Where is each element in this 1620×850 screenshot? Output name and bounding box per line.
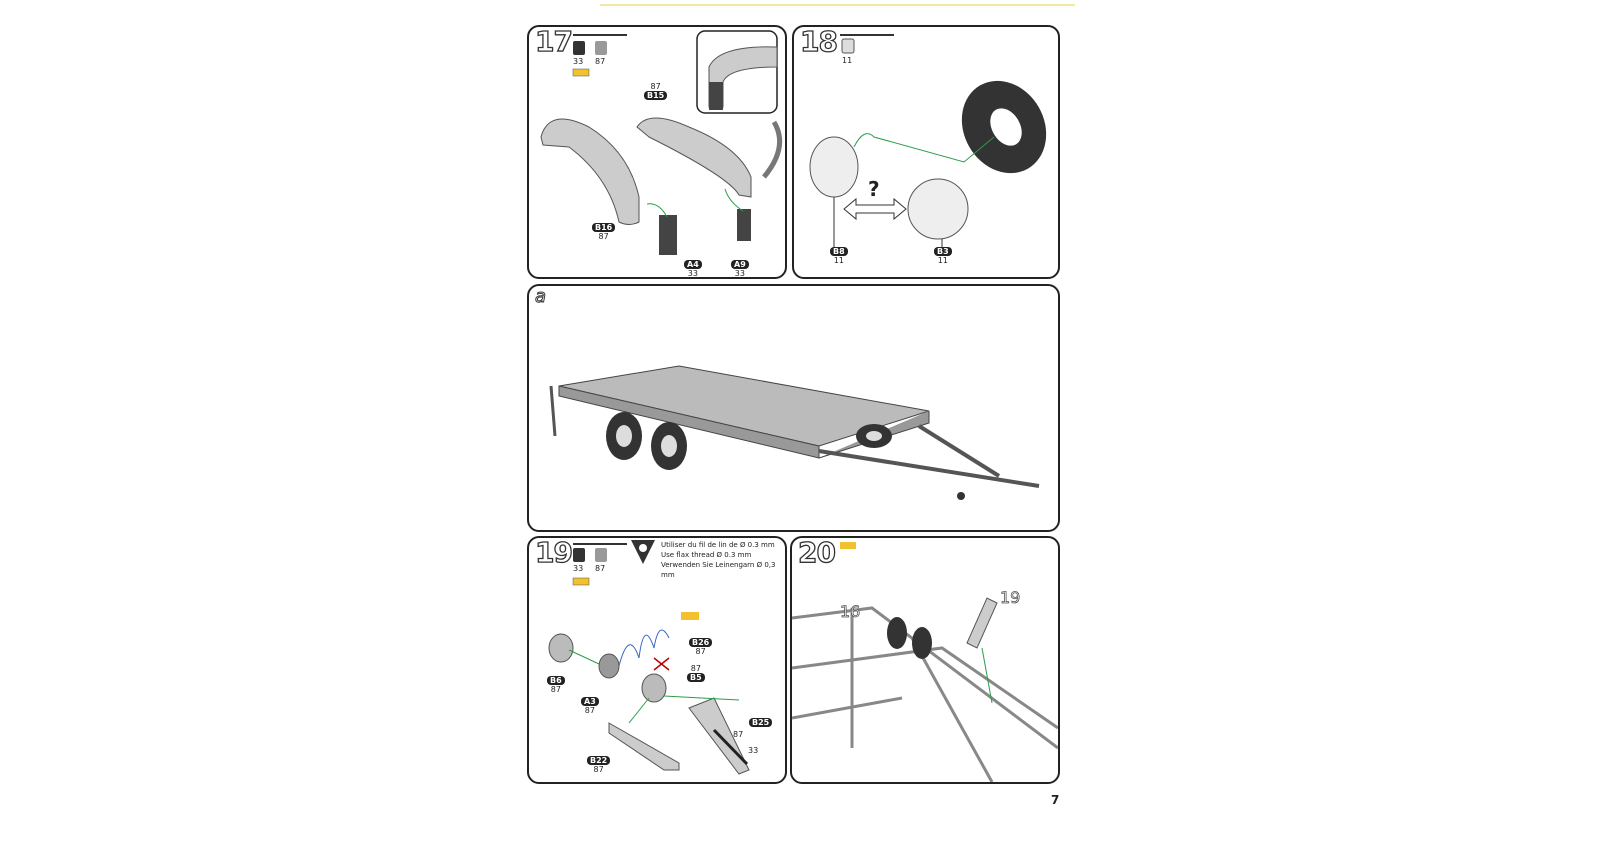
part-label-b25: B25 — [749, 718, 773, 727]
glue-tube-icon — [840, 542, 856, 549]
paint-pot-icon — [573, 548, 585, 562]
step-number: 17 — [534, 25, 573, 59]
paint-pot-icon — [595, 41, 607, 55]
step-number: 20 — [797, 536, 836, 570]
paint-code: 33 — [573, 564, 584, 573]
step-20-illustration — [792, 542, 1058, 782]
paint-code: 33 — [573, 57, 584, 66]
paint-code: 33 — [748, 746, 759, 755]
top-rule — [600, 4, 1075, 6]
thread-instructions: Utiliser du fil de lin de Ø 0.3 mm Use f… — [661, 541, 776, 579]
paint-pot-icon — [573, 41, 585, 55]
paint-pot-icon — [595, 548, 607, 562]
step-19-illustration — [548, 540, 750, 775]
glue-tube-icon — [572, 68, 590, 77]
step-18-illustration — [809, 34, 1047, 249]
paint-code: 87 — [733, 730, 744, 739]
subassembly-letter: a — [534, 286, 547, 308]
step-number: 19 — [534, 536, 573, 570]
paint-pot-icon — [841, 38, 855, 54]
trailer-illustration — [549, 365, 1040, 500]
step-20-panel: 20 16 19 — [790, 536, 1060, 784]
step-17-illustration — [540, 30, 783, 255]
step-19-panel: 19 33 87 Utiliser du fil de lin de Ø 0.3… — [527, 536, 787, 784]
no-glue-icon — [653, 657, 670, 671]
glue-tube-icon — [681, 612, 699, 620]
subassembly-a-panel: a — [527, 284, 1060, 532]
reference-step-16: 16 — [840, 602, 861, 622]
page-number: 7 — [1051, 793, 1060, 807]
glue-tube-icon — [572, 577, 590, 586]
reference-step-19: 19 — [1000, 588, 1021, 608]
paint-code: 11 — [842, 56, 853, 65]
paint-code: 87 — [595, 57, 606, 66]
step-number: 18 — [799, 25, 838, 59]
question-mark: ? — [868, 177, 880, 201]
paint-code: 87 — [595, 564, 606, 573]
